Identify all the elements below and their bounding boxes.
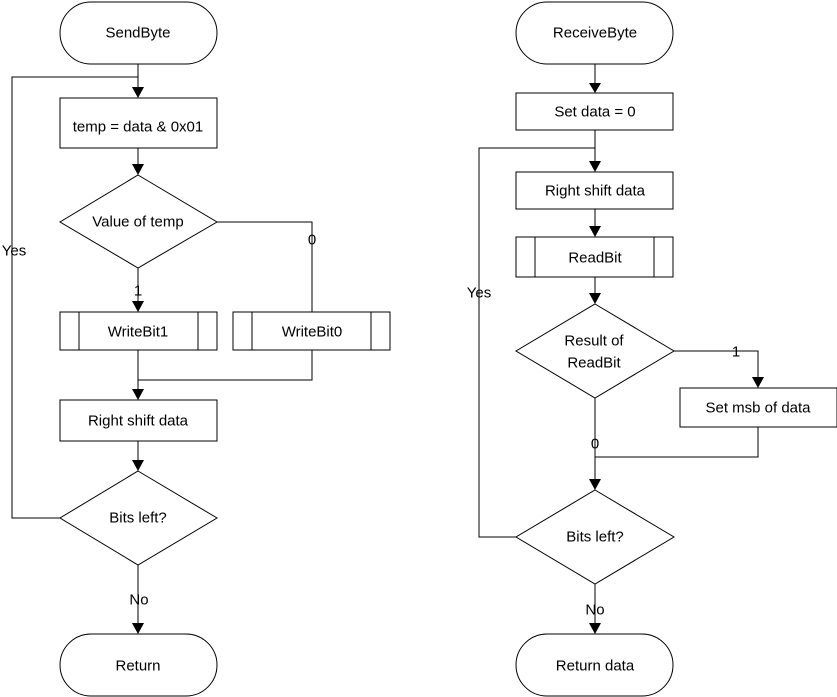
sendbyte-shift-label: Right shift data	[88, 413, 189, 430]
sendbyte-arrowhead	[132, 164, 144, 175]
sendbyte-end-terminator	[59, 633, 218, 697]
sendbyte-loop-connector	[11, 76, 138, 519]
receivebyte-result-label-line2: ReadBit	[567, 355, 621, 372]
receivebyte-branch-zero-label: 0	[591, 436, 599, 453]
sendbyte-writebit0-label: WriteBit0	[282, 324, 343, 341]
sendbyte-mask-label: temp = data & 0x01	[73, 119, 204, 136]
sendbyte-arrowhead	[132, 87, 144, 98]
sendbyte-connector	[138, 350, 313, 381]
sendbyte-connector	[217, 221, 313, 312]
receivebyte-init-label: Set data = 0	[554, 104, 635, 121]
receivebyte-arrowhead	[589, 83, 601, 93]
receivebyte-no-label: No	[585, 602, 604, 619]
sendbyte-branch-one-label: 1	[134, 283, 142, 300]
receivebyte-set-msb-label: Set msb of data	[705, 400, 811, 417]
receivebyte-arrowhead	[589, 479, 601, 490]
receivebyte-connector	[595, 427, 759, 458]
receivebyte-flowchart: ReceiveByte Set data = 0 Right shift dat…	[467, 1, 837, 697]
sendbyte-writebit1-label: WriteBit1	[108, 324, 169, 341]
receivebyte-arrowhead	[589, 226, 601, 237]
receivebyte-end-terminator	[515, 633, 674, 697]
receivebyte-arrowhead	[589, 161, 601, 172]
sendbyte-arrowhead	[132, 301, 144, 312]
receivebyte-start-label: ReceiveByte	[553, 25, 637, 42]
sendbyte-arrowhead	[132, 623, 144, 634]
sendbyte-branch-zero-label: 0	[308, 232, 316, 249]
sendbyte-arrowhead	[132, 460, 144, 471]
sendbyte-temp-decision-label: Value of temp	[92, 214, 183, 231]
sendbyte-no-label: No	[129, 592, 148, 609]
receivebyte-shift-step	[515, 171, 674, 210]
receivebyte-bits-left-label: Bits left?	[566, 529, 624, 546]
receivebyte-yes-label: Yes	[467, 285, 491, 302]
sendbyte-bits-left-label: Bits left?	[109, 510, 167, 527]
sendbyte-mask-step	[59, 97, 218, 149]
sendbyte-start-label: SendByte	[105, 25, 170, 42]
receivebyte-init-step	[515, 92, 674, 131]
receivebyte-branch-one-label: 1	[732, 344, 740, 361]
receivebyte-loop-connector	[478, 147, 595, 538]
sendbyte-yes-label: Yes	[2, 243, 26, 260]
receivebyte-arrowhead	[752, 377, 764, 388]
receivebyte-result-decision	[515, 303, 675, 399]
receivebyte-result-label-line1: Result of	[564, 333, 624, 350]
sendbyte-end-label: Return	[115, 658, 160, 675]
sendbyte-flowchart: SendByte temp = data & 0x01 Value of tem…	[2, 1, 391, 697]
receivebyte-arrowhead	[589, 623, 601, 634]
receivebyte-readbit-call	[515, 236, 674, 278]
receivebyte-end-label: Return data	[556, 658, 635, 675]
sendbyte-arrowhead	[132, 389, 144, 400]
receivebyte-arrowhead	[589, 293, 601, 304]
receivebyte-shift-label: Right shift data	[545, 183, 646, 200]
receivebyte-connector	[674, 350, 759, 378]
receivebyte-readbit-label: ReadBit	[568, 250, 622, 267]
